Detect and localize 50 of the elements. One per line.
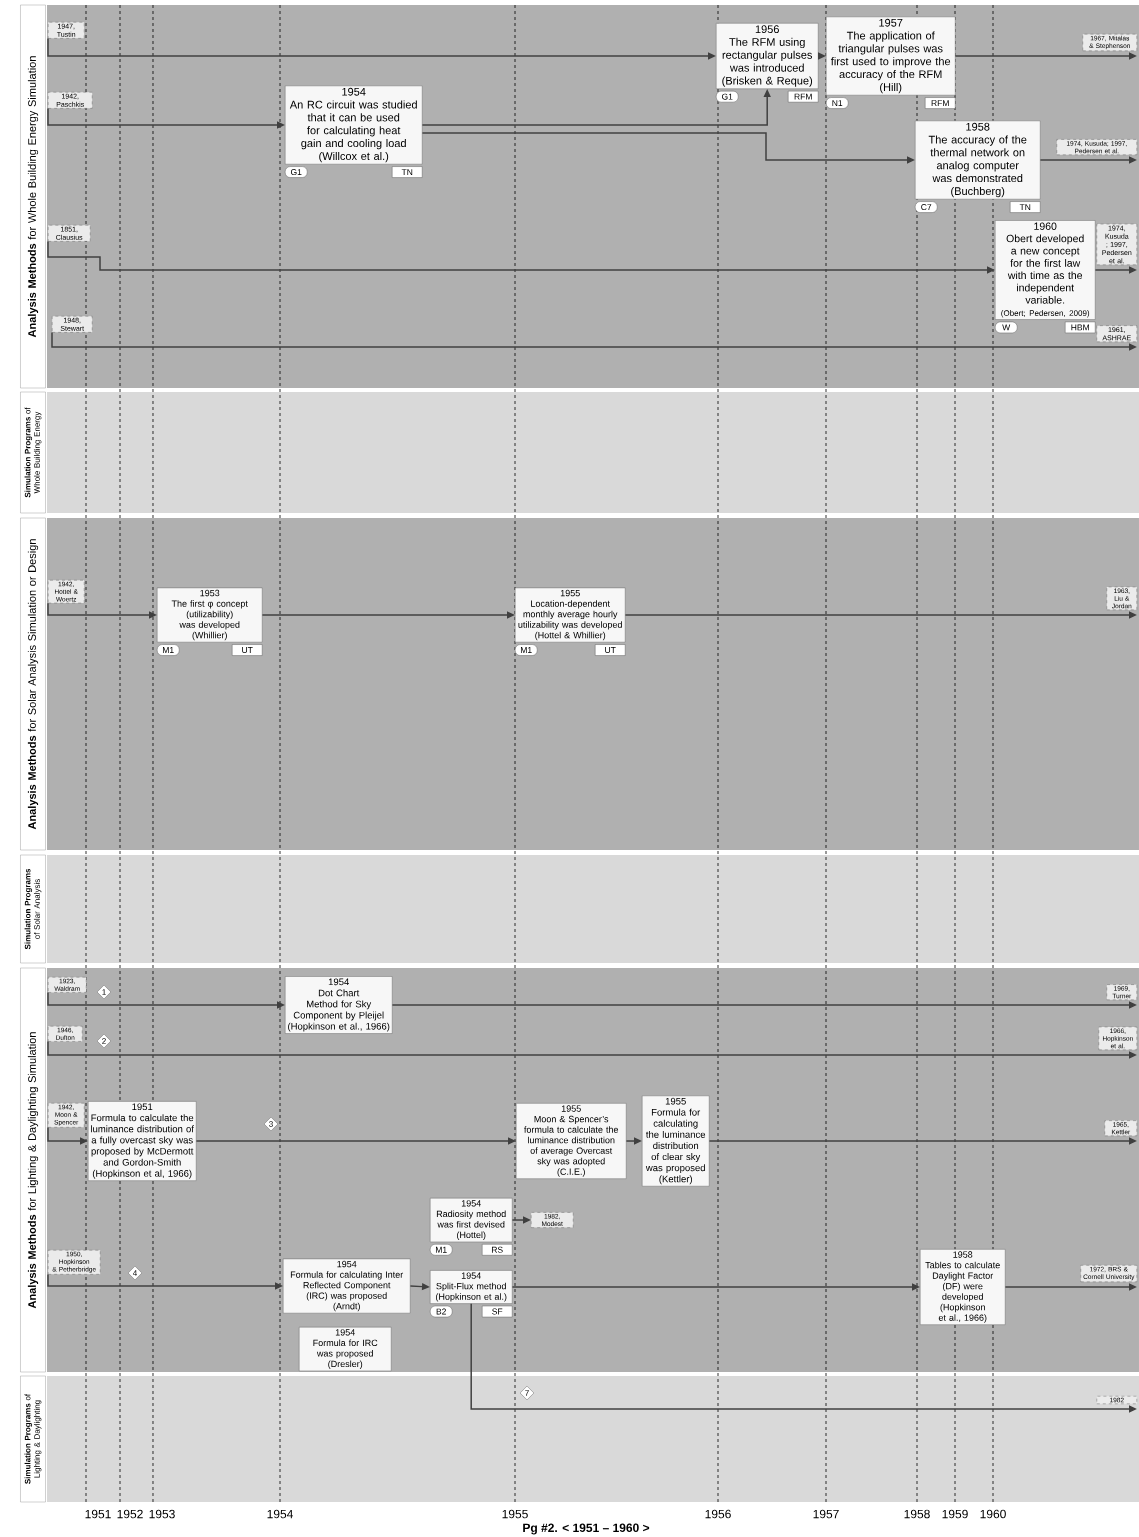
method-tag: UT: [595, 644, 626, 656]
year-label: 1953: [149, 1509, 175, 1519]
year-label: 1954: [267, 1509, 293, 1519]
event-box: 1951 Formula to calculate the luminance distribution of a fully overcast sky was proposed by McDermott and Gordon-Smith (Hopkinson et al, 1966): [88, 1101, 197, 1181]
event-box: 1956 The RFM using rectangular pulses was introduced (Brisken & Reque): [716, 23, 819, 89]
lane-header: Analysis Methods for Solar Analysis Simulation or Design: [20, 517, 46, 851]
method-tag: TN: [1010, 201, 1041, 213]
method-tag: RFM: [788, 90, 819, 103]
method-tag: RFM: [925, 97, 956, 109]
event-box: 1955 Location-dependent monthly average hourly utilizability was developed (Hottel & Whillier): [515, 587, 626, 643]
event-box: 1960 Obert developed a new concept for the first law with time as the independent variable. (Obert; Pedersen, 2009): [995, 220, 1096, 320]
category-tag: N1: [826, 97, 849, 109]
category-tag: B2: [430, 1305, 453, 1318]
event-box: 1954 Dot Chart Method for Sky Component by Pleijel (Hopkinson et al., 1966): [285, 976, 393, 1034]
event-box: 1954 Formula for calculating Inter Reflected Component (IRC) was proposed (Arndt): [283, 1258, 411, 1314]
lane-header: Analysis Methods for Whole Building Energy Simulation: [20, 4, 46, 389]
category-tag: G1: [716, 90, 739, 103]
page-caption: Pg #2. < 1951 – 1960 >: [523, 1523, 650, 1535]
event-box: 1955 Formula for calculating the luminance distribution of clear sky was proposed (Kettler): [642, 1095, 710, 1187]
year-label: 1951: [85, 1509, 111, 1519]
event-box: 1954 Split-Flux method (Hopkinson et al.): [430, 1270, 513, 1304]
year-label: 1952: [117, 1509, 143, 1519]
event-box: 1953 The first φ concept (utilizability) was developed (Whillier): [157, 587, 263, 643]
year-label: 1958: [904, 1509, 930, 1519]
method-tag: SF: [482, 1305, 513, 1318]
lane-header: Simulation Programs of Lighting & Daylighting: [20, 1375, 46, 1503]
event-box: 1954 Radiosity method was first devised (Hottel): [430, 1197, 513, 1243]
category-tag: W: [995, 321, 1018, 334]
category-tag: G1: [285, 166, 308, 178]
method-tag: RS: [482, 1244, 513, 1256]
lane-header: Simulation Programs of Solar Analysis: [20, 854, 46, 964]
year-label: 1959: [942, 1509, 968, 1519]
category-tag: M1: [157, 644, 180, 656]
lane-header: Analysis Methods for Lighting & Daylighting Simulation: [20, 967, 46, 1373]
category-tag: M1: [515, 644, 538, 656]
method-tag: TN: [392, 166, 423, 178]
event-box: 1955 Moon & Spencer’s formula to calculate the luminance distribution of average Overcast sky was adopted (C.I.E.): [516, 1103, 627, 1179]
event-box: 1954 An RC circuit was studied that it can be used for calculating heat gain and cooling load (Willcox et al.): [285, 85, 423, 165]
category-tag: M1: [430, 1244, 453, 1256]
method-tag: UT: [232, 644, 263, 656]
year-label: 1960: [980, 1509, 1006, 1519]
event-box: 1954 Formula for IRC was proposed (Dresler): [299, 1326, 392, 1372]
year-label: 1955: [502, 1509, 528, 1519]
event-box: 1958 Tables to calculate Daylight Factor (DF) were developed (Hopkinson et al., 1966): [920, 1249, 1006, 1325]
year-label: 1956: [705, 1509, 731, 1519]
year-label: 1957: [813, 1509, 839, 1519]
method-tag: HBM: [1065, 321, 1096, 334]
event-box: 1957 The application of triangular pulses was first used to improve the accuracy of the RFM (Hill): [826, 16, 956, 96]
event-box: 1958 The accuracy of the thermal network on analog computer was demonstrated (Buchberg): [915, 120, 1041, 200]
category-tag: C7: [915, 201, 938, 213]
